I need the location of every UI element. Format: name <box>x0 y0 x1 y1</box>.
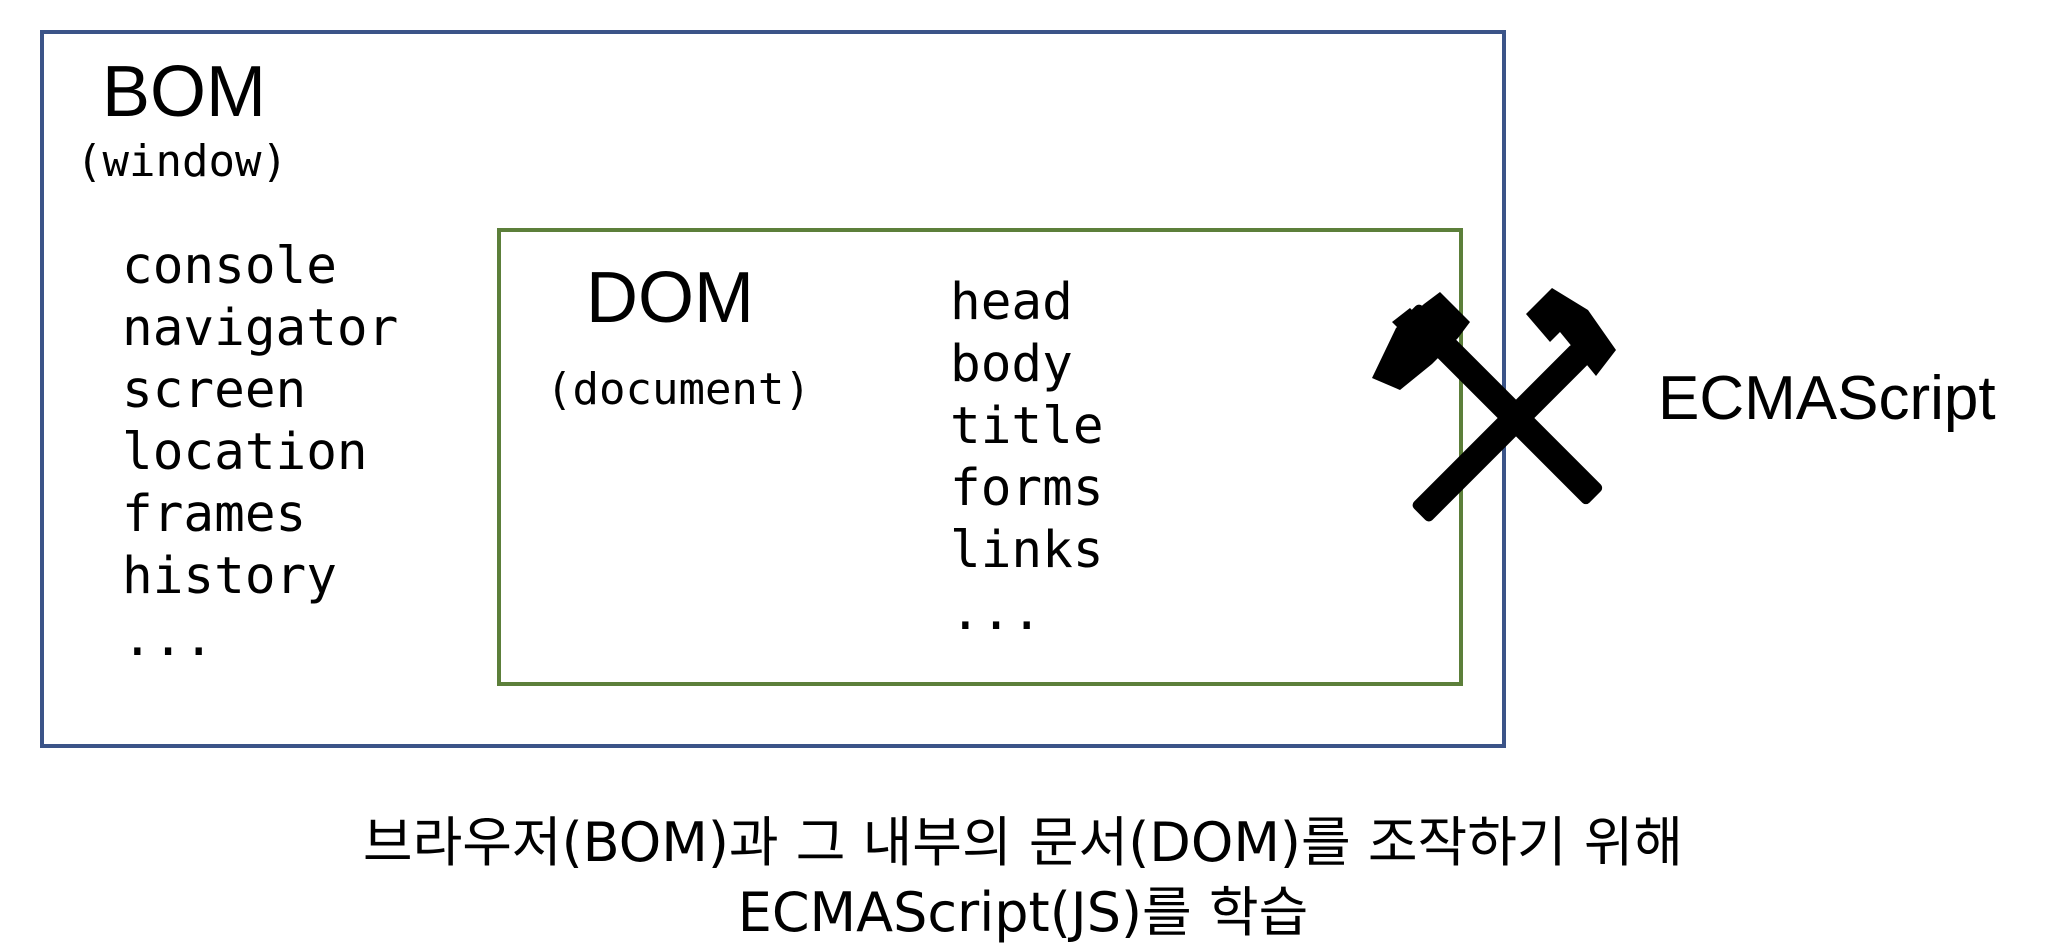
list-item: head <box>950 273 1073 332</box>
bom-title: BOM <box>102 52 267 132</box>
bom-items-list: console navigator screen location frames… <box>122 236 398 670</box>
list-item: screen <box>122 361 307 420</box>
hammer-and-pick-icon <box>1372 288 1616 522</box>
list-item: forms <box>950 459 1104 518</box>
list-item: console <box>122 237 337 296</box>
bom-subtitle: (window) <box>76 136 288 187</box>
list-item: location <box>122 423 368 482</box>
list-item: ... <box>122 609 215 668</box>
list-item: links <box>950 521 1104 580</box>
ecmascript-label: ECMAScript <box>1658 364 1996 433</box>
list-item: frames <box>122 485 307 544</box>
dom-subtitle: (document) <box>546 364 811 415</box>
caption-line-1: 브라우저(BOM)과 그 내부의 문서(DOM)를 조작하기 위해 <box>362 811 1684 874</box>
list-item: title <box>950 397 1104 456</box>
dom-title: DOM <box>586 258 754 338</box>
list-item: body <box>950 335 1073 394</box>
list-item: navigator <box>122 299 399 358</box>
caption-line-2: ECMAScript(JS)를 학습 <box>737 881 1309 944</box>
dom-items-list: head body title forms links ... <box>950 272 1104 644</box>
caption: 브라우저(BOM)과 그 내부의 문서(DOM)를 조작하기 위해 ECMASc… <box>0 808 2046 948</box>
list-item: ... <box>950 583 1043 642</box>
list-item: history <box>122 547 337 606</box>
